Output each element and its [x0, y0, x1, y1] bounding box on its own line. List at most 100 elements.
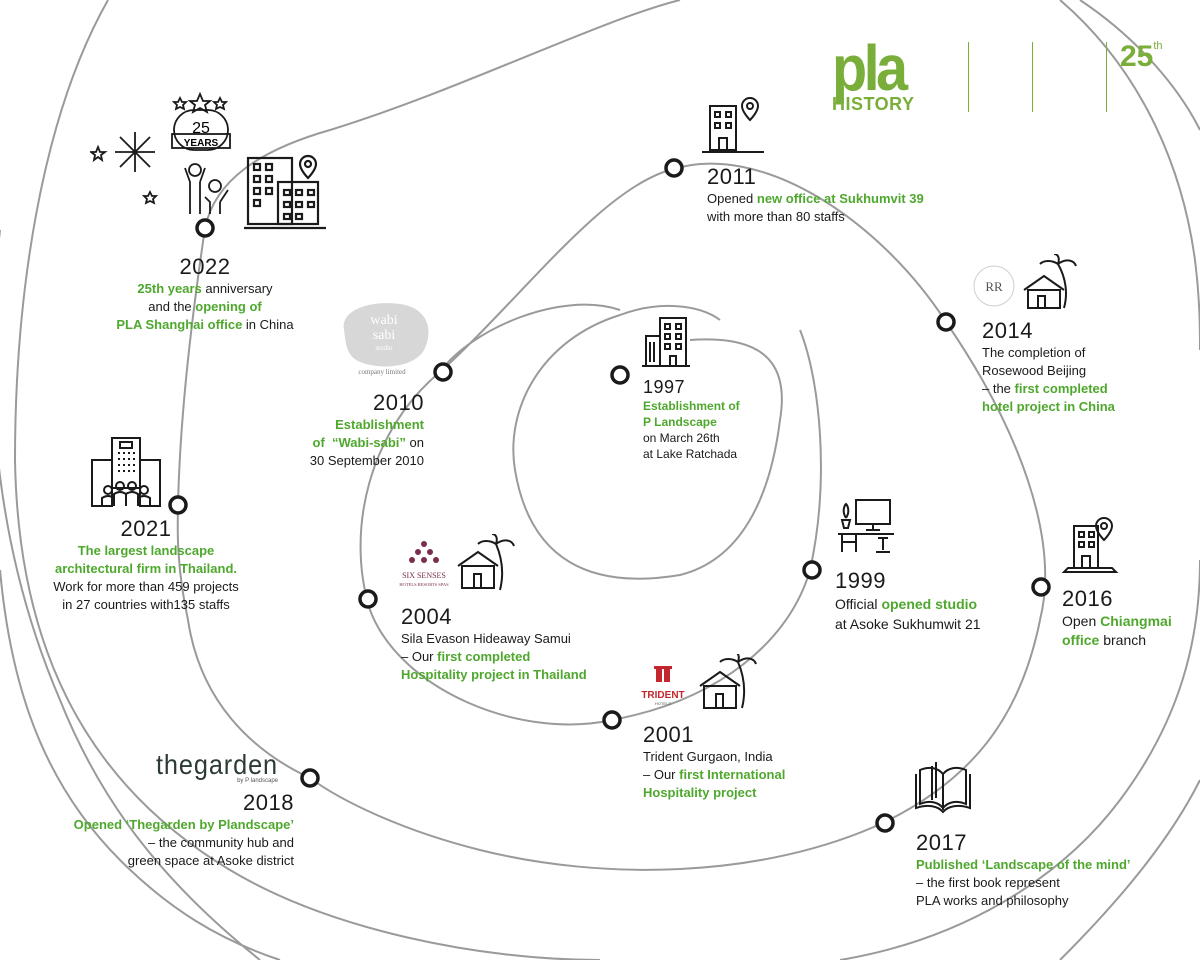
node-2014	[936, 312, 956, 332]
plain-text: anniversary	[201, 281, 273, 296]
plain-text: branch	[1099, 632, 1147, 648]
celebration-icon: 25 YEARS	[90, 92, 231, 214]
event-2001: 2001 Trident Gurgaon, India– Our first I…	[643, 722, 843, 802]
event-2022: 2022 25th years anniversary and the open…	[98, 254, 312, 334]
spiral-inner-loop	[512, 305, 783, 580]
plain-text: Trident Gurgaon, India– Our	[643, 749, 773, 782]
wabi-text: wabi	[370, 313, 397, 328]
office-location-icon	[702, 96, 764, 153]
event-2011: 2011 Opened new office at Sukhumvit 39 w…	[707, 164, 947, 226]
trident-text: TRIDENT	[641, 690, 684, 701]
open-book-icon	[915, 762, 971, 814]
plain-text: Sila Evason Hideaway Samui– Our	[401, 631, 571, 664]
node-1999	[802, 560, 822, 580]
highlight-text: new office at Sukhumvit 39	[756, 191, 924, 206]
six-senses-text: SIX SENSES	[402, 571, 446, 580]
spiral-outer-7	[1079, 0, 1200, 131]
headquarters-icon	[91, 437, 161, 507]
trident-subtext: HOTELS	[655, 701, 671, 706]
spiral-outer-1	[329, 0, 681, 131]
event-2018: 2018 Opened ‘Thegarden by Plandscape’ – …	[60, 790, 294, 870]
event-year: 2001	[643, 722, 694, 747]
studio-text: studio	[375, 344, 393, 352]
plain-text: with more than 80 staffs	[707, 209, 845, 224]
thegarden-subtext: by P landscape	[237, 778, 279, 784]
highlight-text: opening of	[195, 299, 262, 314]
node-2018	[300, 768, 320, 788]
spiral-outer-3	[0, 230, 261, 960]
node-2010	[433, 362, 453, 382]
event-1999: 1999 Official opened studio at Asoke Suk…	[835, 568, 1035, 634]
company-limited-text: company limited	[358, 368, 406, 376]
event-year: 1999	[835, 568, 886, 593]
plain-text: Official	[835, 596, 882, 612]
pla-history-logo: pla HISTORY	[832, 32, 915, 115]
node-2001	[602, 710, 622, 730]
event-year: 2011	[707, 164, 757, 189]
pla-logo-text: pla	[832, 32, 908, 104]
plain-text: Opened	[707, 191, 757, 206]
event-year: 1997	[643, 377, 686, 397]
event-year: 2018	[243, 790, 294, 815]
highlight-text: Published ‘Landscape of the mind’	[916, 857, 1131, 872]
sabi-text: sabi	[373, 328, 396, 343]
event-text: Opened new office at Sukhumvit 39 with m…	[707, 190, 947, 226]
studio-desk-icon	[838, 499, 894, 553]
highlight-text: 25th years	[137, 281, 202, 296]
node-2016	[1031, 577, 1051, 597]
node-2022	[195, 218, 215, 238]
spiral-outer-2	[13, 0, 601, 960]
anniversary-number: 25	[1120, 40, 1154, 73]
thegarden-text: thegarden	[156, 749, 278, 780]
plain-text: in China	[242, 317, 294, 332]
event-year: 2016	[1062, 586, 1113, 611]
node-2004	[358, 589, 378, 609]
event-2004: 2004 Sila Evason Hideaway Samui– Our fir…	[401, 604, 631, 684]
six-senses-resort-icon: SIX SENSES HOTELS RESORTS SPAS	[399, 534, 515, 591]
spiral-outer-4	[0, 569, 281, 960]
event-text: 25th years anniversary and the opening o…	[98, 280, 312, 334]
event-year: 2010	[373, 390, 424, 415]
badge-number: 25	[192, 120, 210, 137]
event-text: Opened ‘Thegarden by Plandscape’ – the c…	[60, 816, 294, 870]
event-2017: 2017 Published ‘Landscape of the mind’ –…	[916, 830, 1186, 910]
spiral-outer-5	[839, 559, 1200, 960]
highlight-text: opened studio	[881, 596, 978, 612]
node-1997	[610, 365, 630, 385]
event-year: 2021	[120, 516, 172, 541]
event-text: Sila Evason Hideaway Samui– Our first co…	[401, 630, 631, 684]
divider-line	[1032, 42, 1033, 112]
anniversary-mark: 25th	[1120, 40, 1163, 74]
thegarden-logo: thegarden by P landscape	[156, 749, 279, 784]
anniversary-suffix: th	[1153, 40, 1163, 52]
wabi-sabi-logo: wabi sabi studio company limited	[343, 303, 429, 376]
divider-line	[968, 42, 969, 112]
plain-text: and the	[148, 299, 196, 314]
office-buildings-icon	[244, 154, 326, 230]
event-year: 2004	[401, 604, 452, 629]
event-text: Published ‘Landscape of the mind’ – the …	[916, 856, 1186, 910]
highlight-text: Opened ‘Thegarden by Plandscape’	[73, 817, 294, 832]
branch-office-icon	[1061, 516, 1119, 573]
node-2011	[664, 158, 684, 178]
